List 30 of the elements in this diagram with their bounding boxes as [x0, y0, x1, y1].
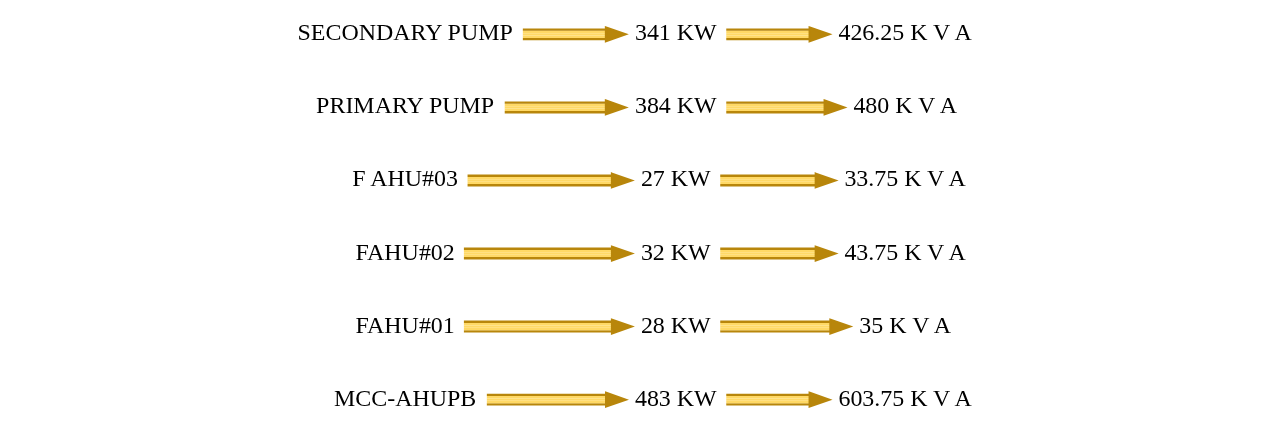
arrow	[719, 318, 853, 335]
node-text: 27 KW	[640, 165, 711, 192]
node-text: SECONDARY PUMP	[297, 19, 513, 46]
node-text: 480 K V A	[852, 92, 957, 119]
node-text: 32 KW	[640, 238, 711, 265]
node-text: FAHU#01	[355, 311, 455, 338]
arrow	[463, 318, 635, 335]
node-text: 603.75 K V A	[837, 384, 972, 411]
arrow	[522, 25, 629, 43]
node-text: FAHU#02	[355, 238, 455, 265]
node-text: 426.25 K V A	[837, 19, 972, 46]
node-text: 483 KW	[634, 384, 717, 411]
node-text: MCC-AHUPB	[333, 384, 476, 411]
node-text: 43.75 K V A	[843, 238, 966, 265]
arrow	[725, 99, 848, 116]
arrow	[719, 245, 839, 262]
node-text: 384 KW	[634, 92, 717, 119]
node-text: F AHU#03	[351, 165, 458, 192]
arrow	[725, 25, 833, 43]
arrow	[719, 172, 839, 189]
node-text: 35 K V A	[858, 311, 951, 338]
node-text: PRIMARY PUMP	[315, 92, 494, 119]
arrow	[467, 172, 635, 189]
node-text: 341 KW	[634, 19, 717, 46]
arrow	[725, 391, 833, 409]
arrow	[486, 391, 629, 409]
arrow	[463, 245, 635, 262]
arrow	[504, 99, 629, 116]
node-text: 28 KW	[640, 311, 711, 338]
node-text: 33.75 K V A	[843, 165, 966, 192]
